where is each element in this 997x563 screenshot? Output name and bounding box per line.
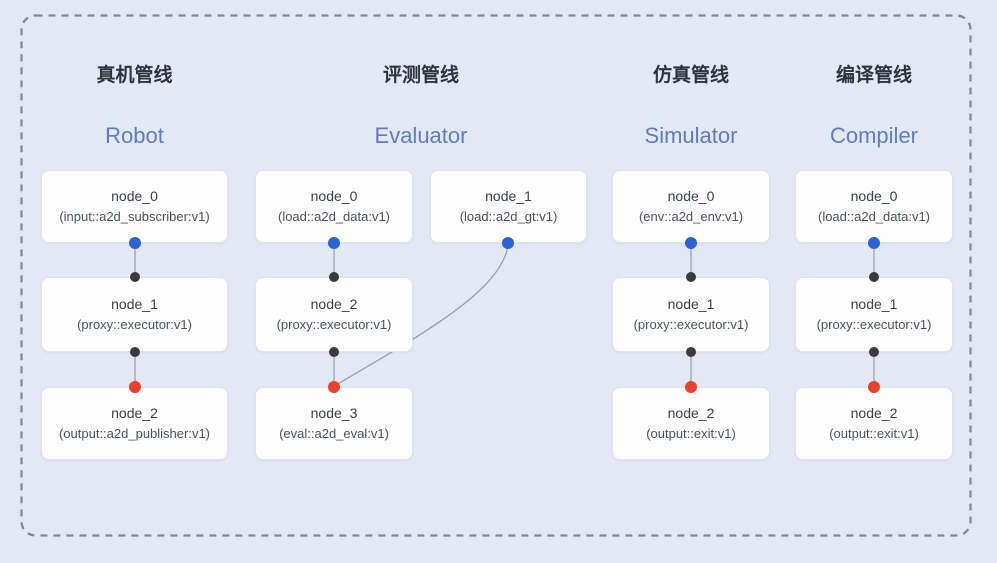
node-card-evaluator-node_1: node_1 (load::a2d_gt:v1): [430, 170, 587, 243]
node-card-simulator-node_1: node_1 (proxy::executor:v1): [612, 277, 770, 352]
source-port-dot: [328, 237, 340, 249]
pipeline-title-en-compiler: Compiler: [829, 123, 919, 148]
node-name: node_2: [850, 405, 898, 422]
node-type: (load::a2d_data:v1): [277, 209, 391, 225]
mid-port-dot: [869, 272, 879, 282]
node-name: node_0: [310, 188, 358, 205]
source-port-dot: [868, 237, 880, 249]
mid-port-dot: [130, 347, 140, 357]
node-type: (output::a2d_publisher:v1): [58, 426, 211, 442]
node-name: node_1: [850, 296, 898, 313]
node-card-evaluator-node_2: node_2 (proxy::executor:v1): [255, 277, 413, 352]
mid-port-dot: [329, 347, 339, 357]
node-type: (proxy::executor:v1): [816, 317, 932, 333]
pipeline-title-zh-simulator: 仿真管线: [652, 65, 729, 86]
node-card-robot-node_2: node_2 (output::a2d_publisher:v1): [41, 387, 228, 460]
node-type: (proxy::executor:v1): [276, 317, 392, 333]
node-name: node_2: [310, 296, 358, 313]
node-name: node_2: [667, 405, 715, 422]
node-name: node_2: [111, 405, 158, 422]
node-card-simulator-node_0: node_0 (env::a2d_env:v1): [612, 170, 770, 243]
node-name: node_0: [111, 188, 158, 205]
dashed-boundary: [20, 14, 972, 537]
sink-port-dot: [685, 381, 697, 393]
node-name: node_3: [310, 405, 358, 422]
node-name: node_1: [667, 296, 715, 313]
mid-port-dot: [869, 347, 879, 357]
node-type: (proxy::executor:v1): [633, 317, 749, 333]
source-port-dot: [502, 237, 514, 249]
node-card-simulator-node_2: node_2 (output::exit:v1): [612, 387, 770, 460]
node-type: (load::a2d_gt:v1): [459, 209, 558, 225]
node-card-compiler-node_2: node_2 (output::exit:v1): [795, 387, 953, 460]
source-port-dot: [129, 237, 141, 249]
pipeline-title-zh-evaluator: 评测管线: [382, 65, 459, 86]
node-card-robot-node_0: node_0 (input::a2d_subscriber:v1): [41, 170, 228, 243]
pipeline-title-en-evaluator: Evaluator: [374, 123, 468, 148]
node-type: (proxy::executor:v1): [77, 317, 192, 333]
pipeline-title-zh-robot: 真机管线: [96, 65, 173, 86]
mid-port-dot: [329, 272, 339, 282]
node-type: (output::exit:v1): [646, 426, 736, 442]
node-type: (env::a2d_env:v1): [638, 209, 744, 225]
node-card-compiler-node_0: node_0 (load::a2d_data:v1): [795, 170, 953, 243]
node-name: node_1: [111, 296, 158, 313]
node-type: (input::a2d_subscriber:v1): [59, 209, 210, 225]
node-type: (output::exit:v1): [829, 426, 919, 442]
sink-port-dot: [129, 381, 141, 393]
source-port-dot: [685, 237, 697, 249]
node-name: node_1: [485, 188, 532, 205]
node-card-evaluator-node_3: node_3 (eval::a2d_eval:v1): [255, 387, 413, 460]
pipeline-title-zh-compiler: 编译管线: [835, 65, 912, 86]
sink-port-dot: [328, 381, 340, 393]
mid-port-dot: [686, 272, 696, 282]
sink-port-dot: [868, 381, 880, 393]
mid-port-dot: [686, 347, 696, 357]
connector-curve-gt-to-eval: [335, 245, 509, 386]
node-card-robot-node_1: node_1 (proxy::executor:v1): [41, 277, 228, 352]
pipeline-title-en-simulator: Simulator: [644, 123, 738, 148]
mid-port-dot: [130, 272, 140, 282]
node-card-compiler-node_1: node_1 (proxy::executor:v1): [795, 277, 953, 352]
node-name: node_0: [850, 188, 898, 205]
pipeline-title-en-robot: Robot: [105, 123, 164, 148]
node-type: (eval::a2d_eval:v1): [279, 426, 389, 442]
node-card-evaluator-node_0: node_0 (load::a2d_data:v1): [255, 170, 413, 243]
node-name: node_0: [667, 188, 715, 205]
node-type: (load::a2d_data:v1): [817, 209, 931, 225]
